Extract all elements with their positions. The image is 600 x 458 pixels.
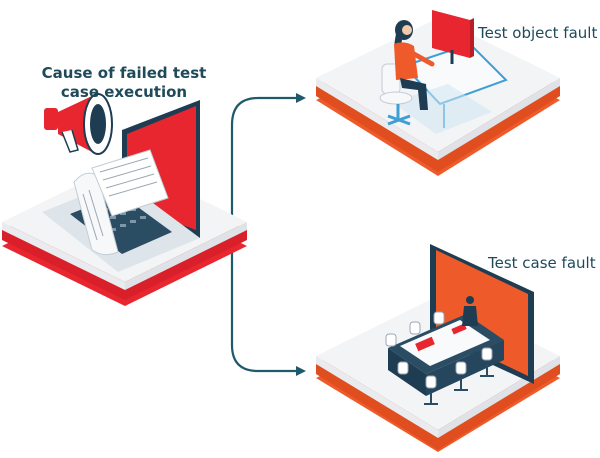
connector-group bbox=[230, 93, 306, 376]
megaphone-icon bbox=[44, 93, 113, 155]
office-worker-icon bbox=[379, 10, 508, 134]
test-case-fault-label: Test case fault bbox=[488, 254, 596, 272]
connector-to-test-case bbox=[230, 238, 306, 376]
connector-to-test-object bbox=[230, 93, 306, 232]
receipt-icon bbox=[73, 149, 169, 256]
test-object-fault-label: Test object fault bbox=[478, 24, 598, 42]
meeting-room-icon bbox=[385, 244, 534, 405]
diagram-title: Cause of failed test case execution bbox=[41, 64, 207, 101]
